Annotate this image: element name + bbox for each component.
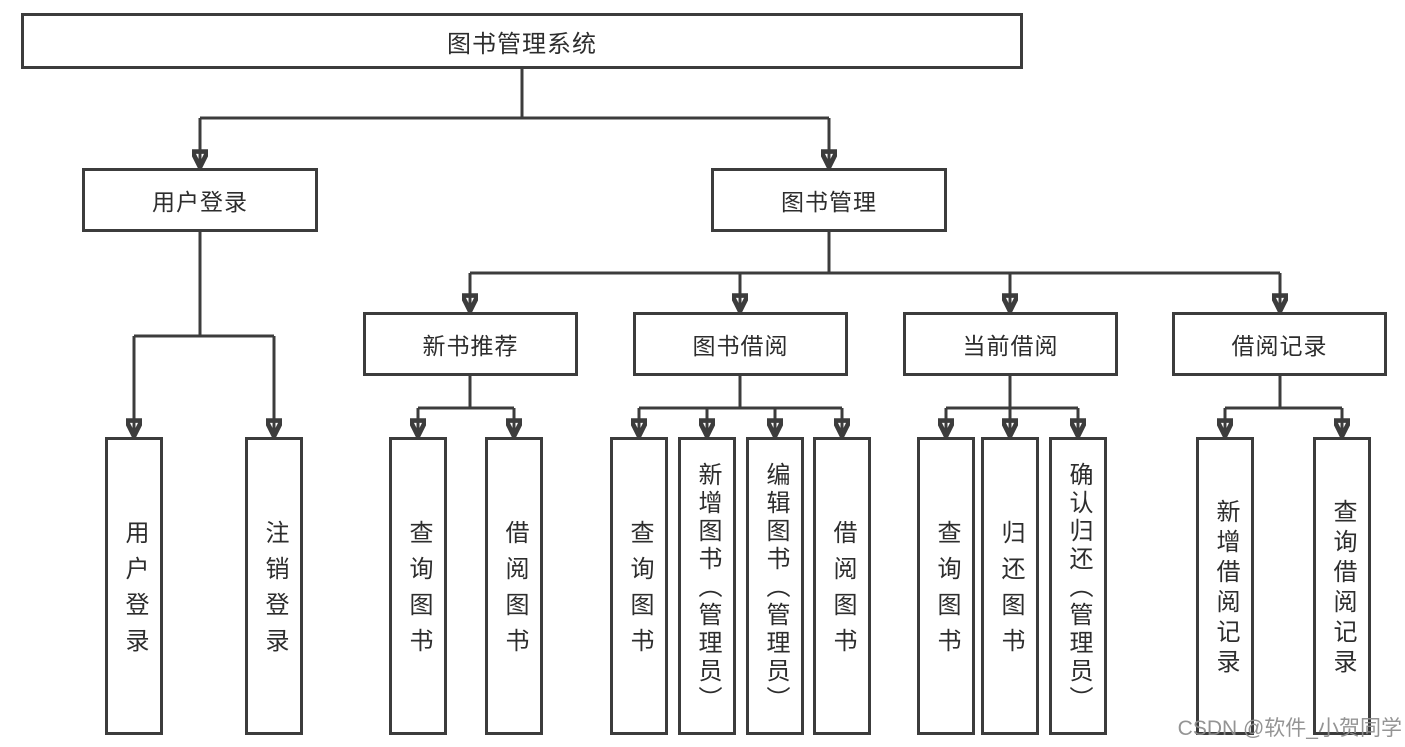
node-library-management-system: 图书管理系统 [21,13,1023,69]
csdn-watermark: CSDN @软件_小贺同学 [1177,717,1402,740]
leaf-add-borrow-record: 新增借阅记录 [1196,437,1254,735]
node-user-login: 用户登录 [82,168,318,232]
node-borrow-records: 借阅记录 [1172,312,1387,376]
connector-new-book-trunk [418,375,514,410]
connector-user-login-trunk [134,232,274,338]
leaf-label: 借阅图书 [501,520,528,664]
leaf-add-books-admin: 新增图书（管理员） [678,437,736,735]
leaf-label: 确认归还（管理员） [1065,462,1092,714]
node-label: 用户登录 [152,189,248,215]
connector-current-borrow-trunk [946,375,1078,410]
leaf-label: 查询图书 [626,520,653,664]
node-label: 图书借阅 [692,333,789,359]
node-label: 图书管理系统 [447,30,597,58]
node-label: 新书推荐 [422,333,519,359]
leaf-query-books-borrow: 查询图书 [610,437,668,735]
connector-borrow-records-trunk [1225,375,1342,410]
leaf-label: 编辑图书（管理员） [762,462,789,714]
leaf-label: 查询图书 [405,520,432,664]
node-book-management: 图书管理 [711,168,947,232]
node-label: 当前借阅 [962,333,1059,359]
leaf-query-books-recommend: 查询图书 [389,437,447,735]
connector-book-borrow-trunk [639,375,842,410]
leaf-label: 新增借阅记录 [1212,499,1239,679]
connector-root-trunk [200,67,829,120]
leaf-label: 借阅图书 [829,520,856,664]
node-label: 图书管理 [781,189,877,215]
leaf-user-login: 用户登录 [105,437,163,735]
leaf-borrow-books-recommend: 借阅图书 [485,437,543,735]
leaf-return-books: 归还图书 [981,437,1039,735]
leaf-confirm-return-admin: 确认归还（管理员） [1049,437,1107,735]
node-book-borrow: 图书借阅 [633,312,848,376]
node-new-book-recommend: 新书推荐 [363,312,578,376]
leaf-label: 用户登录 [121,520,148,664]
leaf-logout: 注销登录 [245,437,303,735]
leaf-label: 注销登录 [261,520,288,664]
leaf-label: 新增图书（管理员） [694,462,721,714]
node-current-borrow: 当前借阅 [903,312,1118,376]
leaf-query-borrow-record: 查询借阅记录 [1313,437,1371,735]
connector-book-management-trunk [470,231,1280,275]
leaf-label: 查询借阅记录 [1329,499,1356,679]
leaf-label: 归还图书 [997,520,1024,664]
node-label: 借阅记录 [1231,333,1328,359]
leaf-borrow-books: 借阅图书 [813,437,871,735]
leaf-query-books-current: 查询图书 [917,437,975,735]
leaf-edit-books-admin: 编辑图书（管理员） [746,437,804,735]
leaf-label: 查询图书 [933,520,960,664]
